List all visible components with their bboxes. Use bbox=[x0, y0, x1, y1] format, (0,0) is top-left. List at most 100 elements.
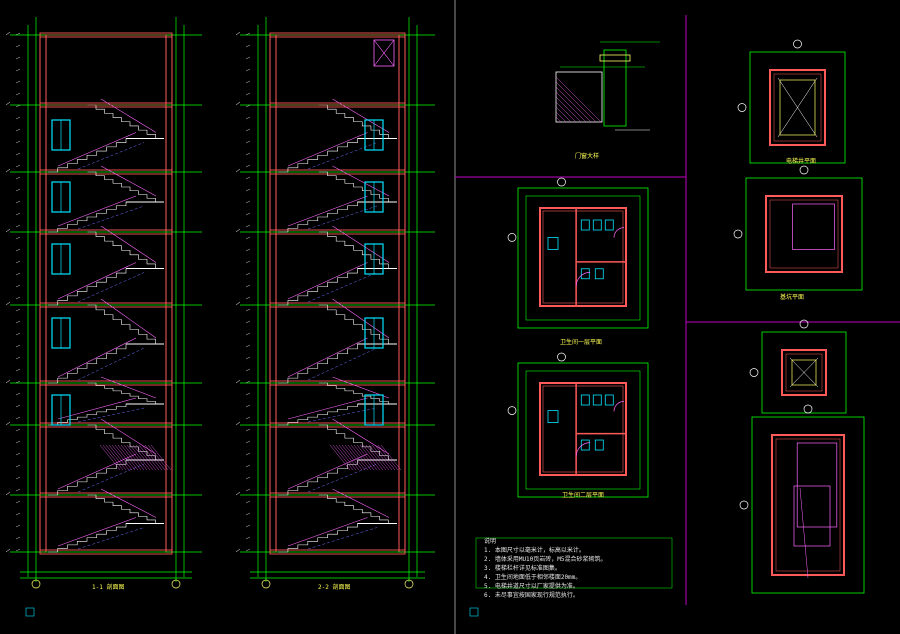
section-b-dim-tick bbox=[245, 68, 251, 72]
section-b-handrail bbox=[287, 195, 368, 227]
section-a-level-symbol bbox=[5, 548, 11, 553]
section-b-axis-bubble bbox=[261, 579, 271, 589]
section-b-hatch bbox=[332, 444, 354, 471]
section-a-axis-bubble bbox=[31, 579, 41, 589]
section-b-dim-tick bbox=[245, 116, 251, 120]
section-b-level-symbol bbox=[235, 548, 241, 553]
pit-plan-axis-bubble bbox=[739, 500, 749, 510]
section-b-dim-tick bbox=[245, 212, 251, 216]
pit-plan-wall-inner bbox=[775, 438, 841, 572]
section-b-dim-tick bbox=[245, 56, 251, 60]
detail-hatch bbox=[555, 101, 577, 123]
section-b-dim-tick bbox=[245, 260, 251, 264]
elevator-pit-title: 电梯井平面 bbox=[786, 158, 817, 165]
section-b-level-symbol bbox=[235, 101, 241, 106]
washroom-plan-2-toilet bbox=[604, 394, 614, 406]
section-a-dim-tick bbox=[15, 32, 21, 36]
section-a-handrail bbox=[100, 418, 157, 455]
elevator-pit-small-axis-bubble bbox=[799, 319, 809, 329]
washroom-plan-1-urinal bbox=[580, 268, 590, 280]
section-a-floor-slab bbox=[39, 169, 173, 175]
section-b-floor-slab bbox=[269, 380, 406, 386]
section-a-floor-slab bbox=[39, 102, 173, 108]
section-a-dim-tick bbox=[15, 536, 21, 540]
section-b-handrail bbox=[287, 517, 368, 547]
section-b-dim-tick bbox=[245, 320, 251, 324]
section-b-dim-tick bbox=[245, 332, 251, 336]
sheet-mark-box bbox=[25, 607, 35, 617]
section-a-level-symbol bbox=[5, 379, 11, 384]
section-b-hatch bbox=[329, 444, 351, 471]
section-b-roof-detail bbox=[373, 39, 395, 67]
section-b-dim-tick bbox=[245, 440, 251, 444]
section-b-hidden-line bbox=[307, 347, 378, 381]
note-line: 5. 电梯井道尺寸以厂家提供为准。 bbox=[484, 583, 579, 590]
section-b-dim-tick bbox=[245, 80, 251, 84]
detail-lintel bbox=[599, 54, 631, 62]
section-a-handrail bbox=[100, 225, 157, 263]
note-line: 1. 本图尺寸以毫米计，标高以米计。 bbox=[484, 547, 585, 554]
section-a-stair-flight bbox=[48, 268, 136, 306]
section-b-floor-slab bbox=[269, 229, 406, 235]
section-b-handrail bbox=[332, 298, 390, 339]
section-b-level-symbol bbox=[235, 379, 241, 384]
section-a-stair-flight bbox=[87, 104, 164, 139]
section-a-dim-tick bbox=[15, 128, 21, 132]
section-a-hatch bbox=[138, 444, 160, 471]
section-a-handrail bbox=[57, 262, 137, 300]
section-a-dim-tick bbox=[15, 488, 21, 492]
section-b-roof-room bbox=[275, 34, 400, 106]
section-a-dim-tick bbox=[15, 152, 21, 156]
section-b-hatch bbox=[350, 444, 372, 471]
section-a-handrail bbox=[100, 488, 157, 518]
section-b-stair-flight bbox=[278, 459, 368, 496]
section-a-stair-flight bbox=[48, 343, 136, 384]
section-a-stair-flight bbox=[48, 201, 136, 233]
section-a-title: 1-1 剖面图 bbox=[92, 584, 125, 591]
section-a-level-symbol bbox=[5, 228, 11, 233]
section-b-wall-left bbox=[269, 34, 277, 553]
section-a-dim-tick bbox=[15, 272, 21, 276]
section-b-dim-tick bbox=[245, 344, 251, 348]
section-b-hatch bbox=[377, 444, 399, 471]
section-b-hatch bbox=[362, 444, 384, 471]
washroom-plan-2-title: 卫生间二层平面 bbox=[562, 492, 605, 499]
section-a-handrail bbox=[57, 397, 137, 420]
section-b-stair-flight bbox=[278, 343, 368, 384]
section-b-dim-tick bbox=[245, 284, 251, 288]
washroom-plan-1-toilet bbox=[580, 219, 590, 231]
section-b-dim-tick bbox=[245, 176, 251, 180]
washroom-plan-1-axis-bubble bbox=[557, 177, 566, 187]
section-b-handrail bbox=[287, 262, 368, 300]
note-line: 6. 未尽事宜按国家现行规范执行。 bbox=[484, 592, 579, 599]
section-b-dim-tick bbox=[245, 164, 251, 168]
section-b-dim-tick bbox=[245, 524, 251, 528]
section-a-hatch bbox=[147, 444, 169, 471]
section-a-handrail bbox=[57, 337, 137, 378]
section-a-stair-flight bbox=[48, 403, 136, 426]
section-a-hatch bbox=[129, 444, 151, 471]
elevator-pit-small-car-outline bbox=[791, 359, 817, 386]
section-b-dim-tick bbox=[245, 392, 251, 396]
section-b-dim-tick bbox=[245, 380, 251, 384]
section-a-dim-tick bbox=[15, 512, 21, 516]
section-a-floor-slab bbox=[39, 302, 173, 308]
section-a-floor-slab bbox=[39, 549, 173, 555]
section-a-hatch bbox=[135, 444, 157, 471]
section-a-stair-flight bbox=[48, 523, 136, 553]
section-a-axis-bubble bbox=[171, 579, 181, 589]
section-a-stair-flight bbox=[48, 138, 136, 173]
washroom-plan-1-door-swing bbox=[613, 227, 625, 238]
section-b-stair-flight bbox=[278, 403, 368, 426]
section-b-floor-slab bbox=[269, 492, 406, 498]
section-a-handrail bbox=[100, 376, 157, 399]
pit-plan-pit-outline bbox=[796, 442, 838, 528]
section-a-level-symbol bbox=[5, 101, 11, 106]
section-b-dim-tick bbox=[245, 296, 251, 300]
section-a-handrail bbox=[100, 165, 157, 197]
section-a-dim-tick bbox=[15, 548, 21, 552]
section-b-floor-slab bbox=[269, 302, 406, 308]
section-a-hidden-line bbox=[77, 272, 145, 303]
section-b-roof-detail bbox=[373, 39, 395, 67]
section-a-wall-right bbox=[165, 34, 173, 553]
